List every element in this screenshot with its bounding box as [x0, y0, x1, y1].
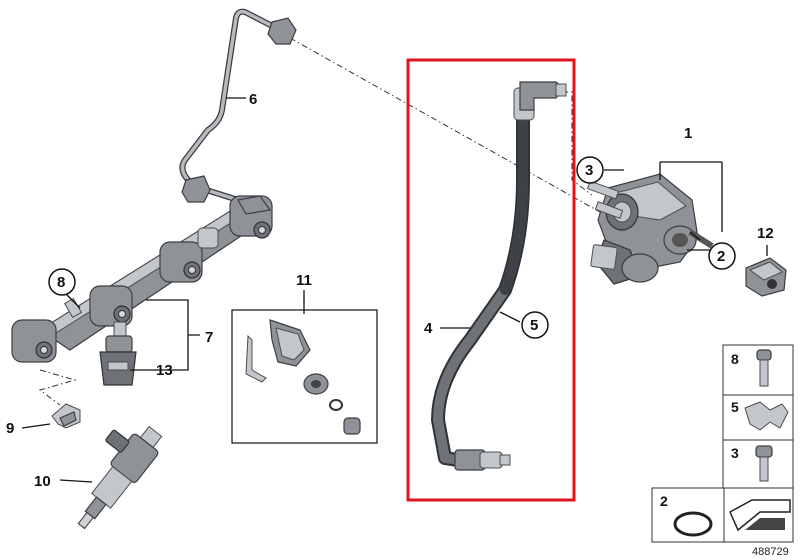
- callout-8: 8: [57, 274, 65, 291]
- callout-13: 13: [156, 362, 173, 379]
- bolt-icon: [756, 349, 772, 387]
- callout-circle-3: [576, 156, 604, 184]
- clip-icon: [744, 401, 789, 431]
- callout-6: 6: [249, 91, 257, 108]
- callout-circle-8: [48, 268, 76, 296]
- legend-item-4: 2: [660, 493, 668, 509]
- callout-circle-5: [521, 311, 549, 339]
- arrow-icon: [729, 499, 791, 532]
- connection-line-injector: [38, 369, 77, 406]
- callout-11: 11: [296, 272, 312, 289]
- injector: [77, 425, 163, 530]
- callout-12: 12: [757, 225, 774, 242]
- callout-10: 10: [34, 473, 51, 490]
- fuel-rail: [11, 195, 273, 363]
- high-pressure-pump: [586, 173, 714, 285]
- seal-kit-parts: [245, 319, 361, 435]
- parts-legend: 8 5 3 2 488729: [651, 344, 794, 558]
- legend-item-2: 5: [731, 399, 739, 415]
- callout-3: 3: [585, 162, 593, 179]
- callout-2: 2: [717, 248, 725, 265]
- connection-line: [289, 37, 601, 213]
- pressure-sensor: [99, 321, 137, 386]
- callout-1: 1: [684, 125, 692, 142]
- high-pressure-pipe: [179, 8, 297, 203]
- legend-item-1: 8: [731, 351, 739, 367]
- callout-circle-2: [708, 242, 736, 270]
- callout-4: 4: [424, 320, 433, 337]
- legend-item-3: 3: [731, 445, 739, 461]
- image-code: 488729: [752, 546, 789, 558]
- union-nut: [745, 257, 787, 297]
- callout-5: 5: [530, 317, 538, 334]
- seal-ring-icon: [673, 511, 713, 537]
- injector-clip: [51, 403, 81, 429]
- callouts: 6 1 12 7 13 11 4 9 10 3 2 5 8: [6, 91, 774, 490]
- connection-line-hose: [562, 91, 593, 196]
- leader-lines: [21, 97, 768, 483]
- high-pressure-hose: [431, 81, 567, 471]
- callout-7: 7: [205, 329, 213, 346]
- highlight-frame: [406, 58, 576, 502]
- bolt-icon: [755, 445, 773, 482]
- callout-9: 9: [6, 420, 14, 437]
